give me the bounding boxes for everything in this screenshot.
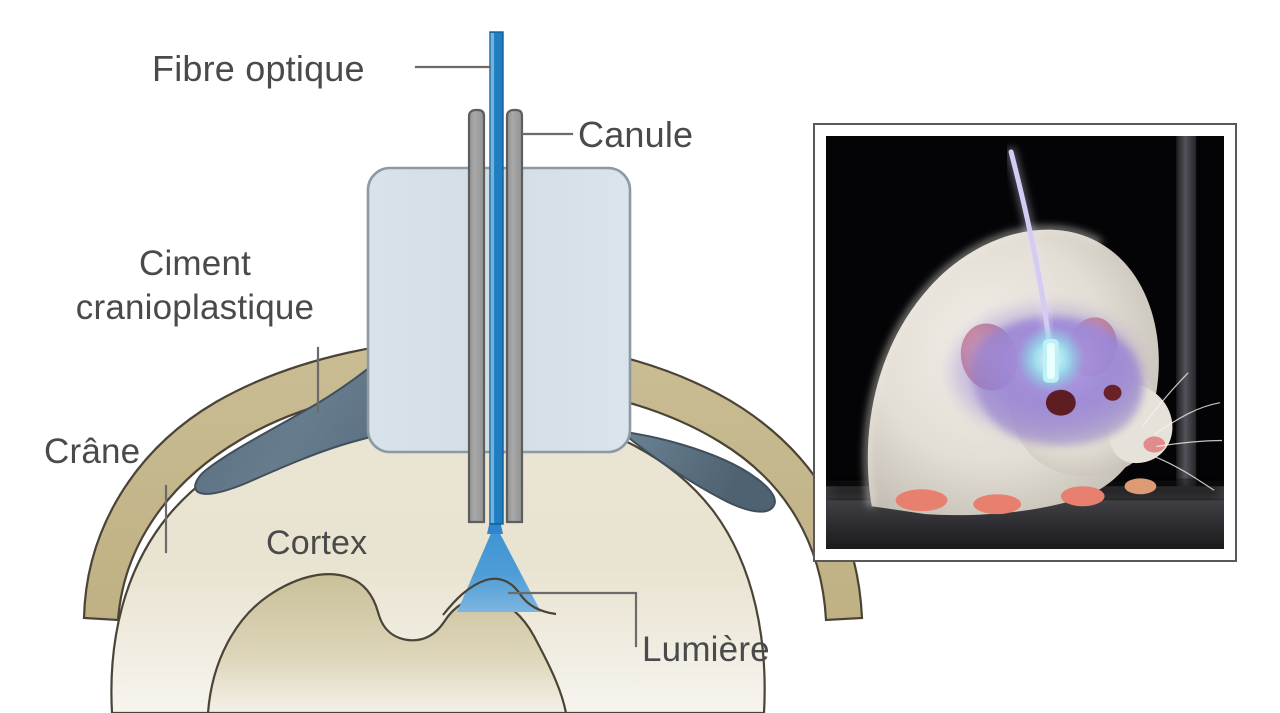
cannula-wall-right (505, 108, 524, 524)
label-ciment-line1: Ciment (138, 244, 252, 283)
rat-photograph (826, 136, 1224, 549)
sulcus-overlay (442, 577, 557, 616)
optical-fiber (489, 31, 504, 525)
label-lumiere: Lumière (642, 630, 770, 669)
fiber-patch-cord-glow (1006, 146, 1054, 346)
label-crane: Crâne (44, 432, 141, 471)
rat-eye-near (1045, 389, 1076, 416)
photo-frame (813, 123, 1237, 562)
fiber-connector-core (1046, 342, 1055, 379)
leader-lumiere (507, 591, 638, 648)
rat-nose (1143, 436, 1166, 453)
whiskers (1141, 372, 1223, 491)
label-fibre-optique: Fibre optique (152, 48, 365, 89)
brain-group (110, 390, 766, 713)
light-cone (457, 524, 541, 612)
paw-left (895, 489, 948, 512)
paw-right (1060, 486, 1105, 507)
rat-paws (895, 478, 1157, 515)
paw-far (1124, 478, 1157, 495)
leader-lines (164, 65, 638, 648)
paw-mid (973, 494, 1022, 515)
label-canule: Canule (578, 114, 694, 155)
fiber-highlight (490, 33, 495, 523)
label-cortex: Cortex (266, 524, 368, 562)
label-ciment-line2: cranioplastique (75, 288, 315, 327)
rat-eye-far (1103, 384, 1122, 401)
cannula (467, 108, 524, 524)
rat-fur-fringe (864, 226, 1103, 507)
cage-bar (1176, 136, 1197, 549)
cannula-wall-left (467, 108, 486, 524)
label-ciment-cranioplastique: Ciment cranioplastique (30, 242, 360, 330)
rat-photo-illustration (826, 136, 1224, 549)
